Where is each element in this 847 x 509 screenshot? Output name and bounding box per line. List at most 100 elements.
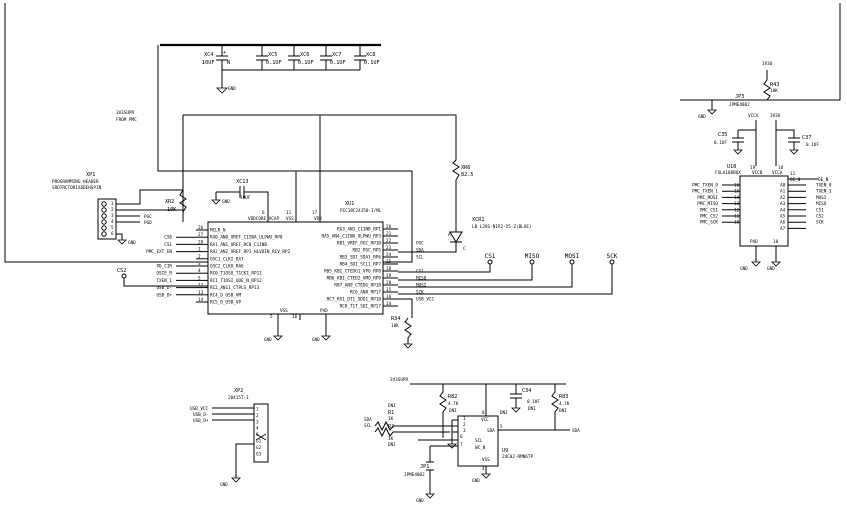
- test-point-label: MOSI: [565, 253, 580, 260]
- ground-symbol: [511, 407, 521, 413]
- net-cs1-wire: [398, 262, 491, 273]
- mcu-right-net-label: SCK: [416, 290, 424, 296]
- mcu-pin-11: 11: [286, 210, 292, 216]
- programming-header-xp1: XP1 PROGRAMMING HEADER SROTRCTOR1X6DEHSP…: [52, 172, 184, 246]
- u9-ref: U9: [502, 448, 508, 454]
- xc6-value: 0.1UF: [298, 60, 314, 66]
- u10-right-pin-name: A2: [780, 195, 786, 201]
- u10-right-pin-name: A5: [780, 214, 786, 220]
- r82-dni: DNI: [449, 408, 457, 414]
- net-sck-wire: [398, 264, 613, 295]
- u10-left-pin-num: 10: [734, 220, 740, 226]
- xp1-pgd: PGD: [144, 220, 152, 226]
- ground-symbol: [425, 493, 435, 499]
- mcu-right-net-label: SDA: [416, 248, 424, 254]
- mcu-right-pin-name: RA3_AN3_C1INB_RP1: [337, 227, 381, 233]
- u9-pin-3: 3: [463, 428, 466, 434]
- gnd-label: GND: [472, 478, 480, 484]
- jp1-part: JPME4802: [404, 472, 425, 478]
- c37-value: 0.1UF: [806, 142, 819, 148]
- xr6-value: 82.5: [461, 172, 474, 178]
- r34-value: 10K: [391, 323, 399, 329]
- mcu-right-net-label: SCL: [416, 255, 424, 261]
- test-point-label: SCK: [607, 253, 618, 260]
- cs2-wire: [123, 278, 208, 287]
- net-miso-wire: [398, 264, 533, 281]
- c34-value: 0.1UF: [527, 399, 540, 405]
- u10-part: FXLA108BQX: [715, 170, 741, 176]
- xp2-pin-label: 2: [256, 413, 259, 419]
- eeprom-supply: 3V3SUPR: [390, 377, 409, 383]
- jp3-supply: 3V3U: [762, 61, 773, 67]
- mcu-left-pin-name: RC5_D_USB_VP: [210, 300, 241, 306]
- ground-symbol: [211, 199, 221, 205]
- xp1-pin-5: 5: [111, 225, 114, 231]
- xr2-zigzag: [179, 189, 187, 213]
- mcu-bottom-wires: [277, 314, 327, 336]
- mcu-right-pin-name: RB6_KBI_CTED2_VMO_RP9: [327, 276, 382, 282]
- mcu-right-pin-num: 20: [386, 280, 392, 286]
- mcu-vss-label: VSS: [286, 216, 294, 222]
- xp2-net-dminus: USB_D-: [193, 412, 209, 418]
- u10-right-pin-name: A6: [780, 220, 786, 226]
- u10-left-pin-num: 11: [734, 214, 740, 220]
- ground-symbol: [707, 109, 717, 115]
- xc5-value: 0.1UF: [266, 60, 282, 66]
- r82-ref: R82: [448, 394, 457, 400]
- mcu-left-pin-name: OSC1_CLKI_RA7: [210, 256, 244, 262]
- xp1-gnd: GND: [128, 240, 136, 246]
- mcu-left-pin-num: 2: [198, 254, 201, 260]
- mcu-left-pin-num: 5: [198, 275, 201, 281]
- mcu-right-pin-name: RC6_AN8_RP17: [350, 290, 381, 296]
- mcu-right-pin-num: 21: [386, 231, 392, 237]
- mcu-right-pin-name: RC7_RX1_DT1_SDO1_RP18: [327, 297, 382, 303]
- mcu-left-net-label: USB_D+: [156, 292, 172, 298]
- mcu-left-pin-name: RC4_D_USB_VM: [210, 292, 241, 298]
- ground-symbol: [403, 343, 413, 349]
- xp1-gnd-wire: [116, 233, 123, 240]
- u10-pin-10: 10: [773, 239, 779, 245]
- r83-value: 4.7K: [559, 401, 570, 407]
- u10-left-net: PMC_TXEN_0: [692, 183, 718, 189]
- u10-left-net: PMC_TXEN_1: [692, 189, 718, 195]
- cap-xc7: [320, 45, 332, 70]
- ground-symbol: [751, 261, 761, 267]
- xc4-n: N: [227, 60, 230, 66]
- mcu-left-pin-num: 13: [198, 290, 204, 296]
- u10-supply-wires: [755, 120, 777, 166]
- ground-symbol: [733, 149, 743, 155]
- r2-value: 1K: [388, 436, 394, 442]
- mcu-right-pin-name: RB7_AN9_CTEDG_RP10: [334, 283, 381, 289]
- mcu-left-pin-num: 14: [198, 297, 204, 303]
- mcu-left-pin-name: RC1_T1OSI_UOE_N_RP12: [210, 278, 262, 284]
- xp2-pin-label: 3: [256, 419, 259, 425]
- ground-symbol: [216, 87, 228, 94]
- xc7-ref: XC7: [332, 52, 341, 58]
- xp2-nc-mark: [255, 433, 267, 441]
- mcu-vss-bottom: VSS: [280, 308, 288, 314]
- cap-xc13: XC13 10UF GND: [211, 179, 269, 222]
- u9-pin-7: 7: [460, 442, 463, 448]
- u9-pin-5: 5: [500, 424, 503, 430]
- xc8-ref: XC8: [366, 52, 375, 58]
- u10-right-pin-name: A7: [780, 226, 786, 232]
- eeprom-out-net: SDA: [572, 428, 580, 434]
- mcu-pin-6: 6: [262, 210, 265, 216]
- mcu-right-pin-num: 26: [386, 224, 392, 230]
- xp2-pin-label: G1: [256, 439, 262, 445]
- xc13-ref: XC13: [236, 179, 249, 185]
- u9-pin-8: 8: [482, 410, 485, 416]
- xp2-signal-wires: [212, 407, 254, 421]
- vccb-net: 3V3U: [770, 113, 781, 119]
- u10-oe-net: OE_N: [818, 177, 829, 183]
- xc13-gnd: GND: [222, 199, 230, 205]
- c37-symbol: [776, 129, 800, 150]
- xp1-mclr-wire: [116, 209, 184, 222]
- resistor-xr2: XR2 10K: [165, 189, 187, 213]
- r83-ref: R83: [559, 394, 568, 400]
- xp2-net-usbvcc: USB_VCC: [190, 406, 209, 412]
- xp2-pin-label: 4: [256, 426, 259, 432]
- xcr1-symbol: [398, 231, 463, 253]
- mcu-part: PIC18F24J50-I/ML: [340, 208, 382, 214]
